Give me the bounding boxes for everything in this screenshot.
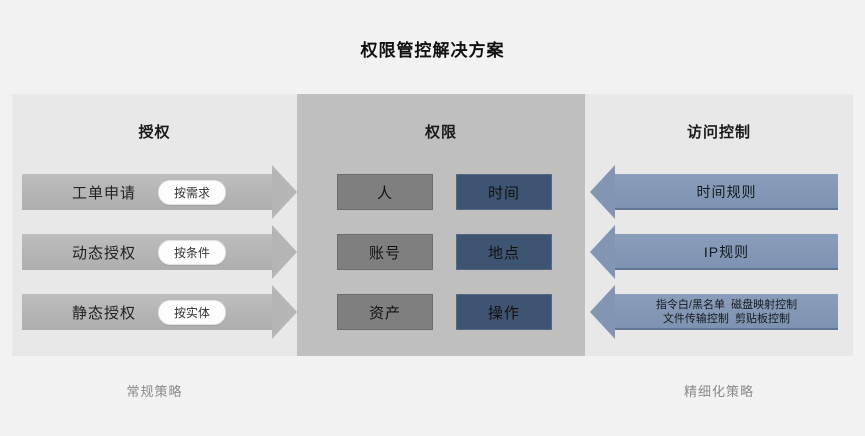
- arrow-right-icon: [272, 165, 297, 219]
- permission-box-operation: 操作: [456, 294, 552, 330]
- access-arrow-ip-rule: IP规则: [590, 225, 838, 279]
- arrow-tag-pill: 按需求: [158, 179, 227, 205]
- authorization-arrow-dynamic: 动态授权 按条件: [22, 225, 297, 279]
- fine-grained-policy-label: 精细化策略: [683, 384, 754, 399]
- access-arrow-fine-controls: 指令白/黑名单 磁盘映射控制文件传输控制 剪贴板控制: [590, 285, 838, 339]
- arrow-label: 动态授权: [72, 244, 137, 262]
- authorization-arrow-ticket: 工单申请 按需求: [22, 165, 297, 219]
- access-arrow-time-rule: 时间规则: [590, 165, 838, 219]
- arrow-label-line1: 指令白/黑名单 磁盘映射控制: [655, 298, 798, 311]
- arrow-left-icon: [590, 225, 615, 279]
- arrow-right-body: 静态授权 按实体: [22, 294, 272, 330]
- diagram-title: 权限管控解决方案: [360, 41, 505, 60]
- arrow-left-body: 指令白/黑名单 磁盘映射控制文件传输控制 剪贴板控制: [615, 294, 838, 330]
- arrow-label-line2: 文件传输控制 剪贴板控制: [662, 313, 791, 325]
- arrow-left-icon: [590, 165, 615, 219]
- permission-box-time: 时间: [456, 174, 552, 210]
- regular-policy-label: 常规策略: [126, 384, 183, 399]
- permission-box-person: 人: [337, 174, 433, 210]
- authorization-arrow-static: 静态授权 按实体: [22, 285, 297, 339]
- permission-box-location: 地点: [456, 234, 552, 270]
- authorization-header: 授权: [138, 124, 171, 141]
- arrow-tag-pill: 按条件: [158, 239, 227, 265]
- arrow-right-icon: [272, 285, 297, 339]
- access-control-header: 访问控制: [686, 124, 751, 141]
- permission-box-account: 账号: [337, 234, 433, 270]
- permission-box-asset: 资产: [337, 294, 433, 330]
- arrow-multiline-label: 指令白/黑名单 磁盘映射控制文件传输控制 剪贴板控制: [656, 298, 797, 327]
- arrow-right-body: 工单申请 按需求: [22, 174, 272, 210]
- arrow-right-icon: [272, 225, 297, 279]
- arrow-label: 工单申请: [72, 184, 137, 202]
- arrow-label: 静态授权: [72, 304, 137, 322]
- arrow-label: 时间规则: [696, 184, 757, 200]
- arrow-label: IP规则: [703, 244, 750, 260]
- arrow-right-body: 动态授权 按条件: [22, 234, 272, 270]
- permission-header: 权限: [424, 124, 457, 141]
- arrow-left-icon: [590, 285, 615, 339]
- arrow-tag-pill: 按实体: [158, 299, 227, 325]
- arrow-left-body: 时间规则: [615, 174, 838, 210]
- arrow-left-body: IP规则: [615, 234, 838, 270]
